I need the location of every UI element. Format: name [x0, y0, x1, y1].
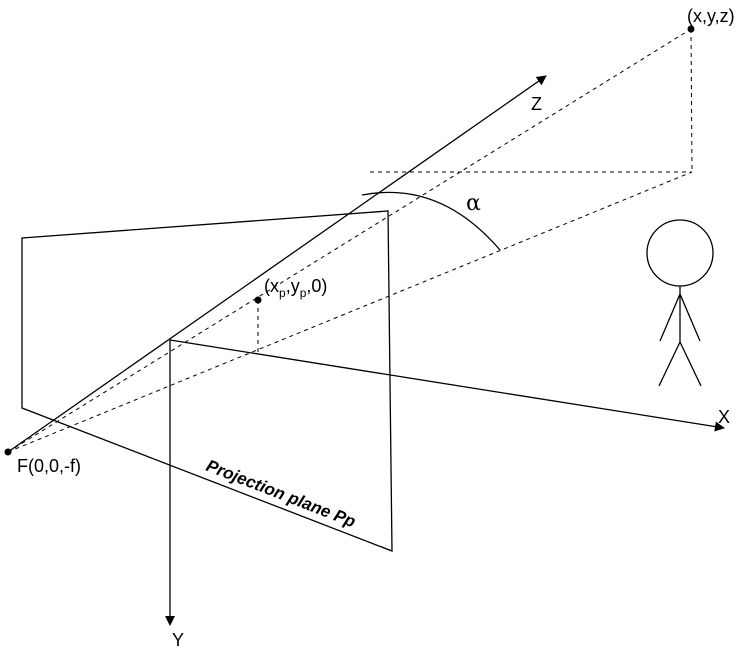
focal-point-dot — [4, 448, 12, 456]
projected-point-dot — [254, 296, 262, 304]
world-point-drop — [690, 28, 693, 173]
projection-ray — [7, 28, 692, 453]
projected-point-label: (xp,yp,0) — [264, 276, 327, 300]
focal-point-label: F(0,0,-f) — [17, 456, 81, 476]
z-axis-label: Z — [531, 94, 542, 114]
angle-arc — [361, 191, 501, 251]
x-axis — [169, 339, 725, 432]
x-axis-label: X — [718, 407, 730, 427]
projected-label-close: ,0) — [306, 276, 327, 296]
projected-label-mid: ,y — [286, 276, 300, 296]
projection-plane-label: Projection plane Pp — [204, 456, 359, 531]
projected-label-sub2: p — [300, 286, 307, 300]
y-axis-label: Y — [172, 630, 184, 650]
projection-plane — [21, 210, 393, 552]
world-point-label: (x,y,z) — [687, 6, 735, 26]
z-axis — [7, 75, 547, 453]
ground-ray — [7, 171, 693, 453]
stick-figure-observer — [646, 219, 714, 387]
projected-label-sub1: p — [279, 286, 286, 300]
angle-label: α — [466, 191, 481, 216]
projected-label-open: (x — [264, 276, 279, 296]
world-point-dot — [687, 25, 695, 33]
